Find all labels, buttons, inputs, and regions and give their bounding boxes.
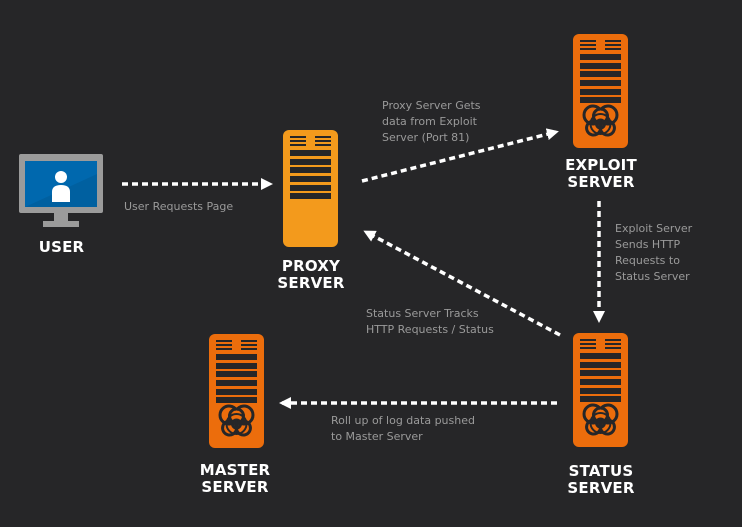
note-status-to-master: Roll up of log data pushed to Master Ser… xyxy=(331,413,475,445)
proxy-label: PROXY SERVER xyxy=(266,258,356,292)
master-label-line2: SERVER xyxy=(201,478,269,496)
note-proxy-to-exploit: Proxy Server Gets data from Exploit Serv… xyxy=(382,98,481,146)
arrow-status-to-proxy xyxy=(363,230,561,337)
biohazard-server-icon xyxy=(573,333,628,447)
note-line: User Requests Page xyxy=(124,200,234,213)
note-line: Proxy Server Gets xyxy=(382,99,481,112)
master-label: MASTER SERVER xyxy=(190,462,280,496)
biohazard-server-icon xyxy=(209,334,264,448)
master-label-line1: MASTER xyxy=(199,461,271,479)
status-label-line2: SERVER xyxy=(567,479,635,497)
note-line: to Master Server xyxy=(331,430,423,443)
proxy-label-line1: PROXY xyxy=(281,257,341,275)
status-label: STATUS SERVER xyxy=(556,463,646,497)
server-icon xyxy=(283,130,338,247)
note-exploit-to-status: Exploit Server Sends HTTP Requests to St… xyxy=(615,221,692,285)
note-line: HTTP Requests / Status xyxy=(366,323,494,336)
biohazard-server-icon xyxy=(573,34,628,148)
note-line: data from Exploit xyxy=(382,115,477,128)
note-line: Status Server Tracks xyxy=(366,307,479,320)
exploit-label-line1: EXPLOIT xyxy=(565,156,637,174)
note-line: Status Server xyxy=(615,270,690,283)
arrow-proxy-to-exploit xyxy=(361,128,559,183)
proxy-label-line2: SERVER xyxy=(277,274,345,292)
monitor-user-icon xyxy=(19,154,103,227)
note-line: Exploit Server xyxy=(615,222,693,235)
exploit-label: EXPLOIT SERVER xyxy=(556,157,646,191)
note-status-to-proxy: Status Server Tracks HTTP Requests / Sta… xyxy=(366,306,494,338)
note-line: Server (Port 81) xyxy=(382,131,470,144)
user-label: USER xyxy=(38,238,85,256)
exploit-label-line2: SERVER xyxy=(567,173,635,191)
note-line: Sends HTTP xyxy=(615,238,681,251)
status-label-line1: STATUS xyxy=(568,462,634,480)
note-line: Roll up of log data pushed xyxy=(331,414,475,427)
note-user-to-proxy: User Requests Page xyxy=(124,199,233,215)
note-line: Requests to xyxy=(615,254,680,267)
